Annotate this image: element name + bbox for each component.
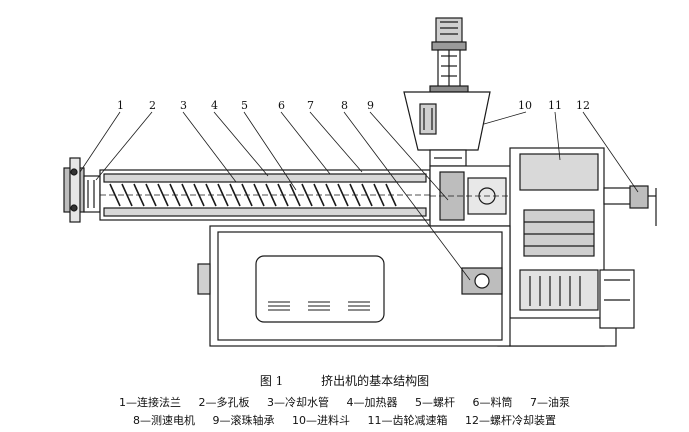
legend-item: 10—进料斗 <box>292 414 350 427</box>
legend-item: 1—连接法兰 <box>119 396 181 409</box>
legend-item: 6—料筒 <box>472 396 513 409</box>
legend-item: 11—齿轮减速箱 <box>367 414 448 427</box>
callout-5: 5 <box>241 99 248 112</box>
callout-10: 10 <box>518 99 532 112</box>
extruder-drawing <box>63 17 657 347</box>
leader-lines <box>79 111 639 281</box>
flange <box>63 157 101 223</box>
callout-8: 8 <box>341 99 348 112</box>
callout-11: 11 <box>548 99 562 112</box>
callout-2: 2 <box>149 99 156 112</box>
tacho-motor <box>461 267 503 295</box>
legend-item: 3—冷却水管 <box>267 396 329 409</box>
callout-9: 9 <box>367 99 374 112</box>
figure-title: 挤出机的基本结构图 <box>321 374 430 388</box>
figure-label: 图 1 <box>259 374 284 388</box>
legend-item: 2—多孔板 <box>198 396 250 409</box>
legend-item: 9—滚珠轴承 <box>212 414 275 427</box>
legend-item: 8—测速电机 <box>133 414 195 427</box>
callout-6: 6 <box>278 99 285 112</box>
top-motor <box>429 17 469 93</box>
barrel <box>99 169 431 221</box>
extruder-diagram: 1 2 3 4 5 6 7 8 9 10 11 12 <box>63 17 657 347</box>
callout-4: 4 <box>211 99 218 112</box>
callout-7: 7 <box>307 99 314 112</box>
legend-item: 12—螺杆冷却装置 <box>465 414 556 427</box>
screw-cooling <box>603 185 657 226</box>
legend-item: 7—油泵 <box>530 396 570 409</box>
figure-caption: 图 1 挤出机的基本结构图 <box>0 372 689 389</box>
base-cabinet <box>197 225 511 347</box>
legend-item: 5—螺杆 <box>415 396 455 409</box>
callout-3: 3 <box>180 99 187 112</box>
legend-line-1: 1—连接法兰 2—多孔板 3—冷却水管 4—加热器 5—螺杆 6—料筒 7—油泵 <box>0 394 689 410</box>
callout-1: 1 <box>117 99 124 112</box>
gearbox <box>497 147 635 347</box>
screw <box>109 183 397 207</box>
legend-line-2: 8—测速电机 9—滚珠轴承 10—进料斗 11—齿轮减速箱 12—螺杆冷却装置 <box>0 412 689 428</box>
callout-12: 12 <box>576 99 590 112</box>
legend-item: 4—加热器 <box>346 396 398 409</box>
feed-hopper <box>403 91 491 167</box>
